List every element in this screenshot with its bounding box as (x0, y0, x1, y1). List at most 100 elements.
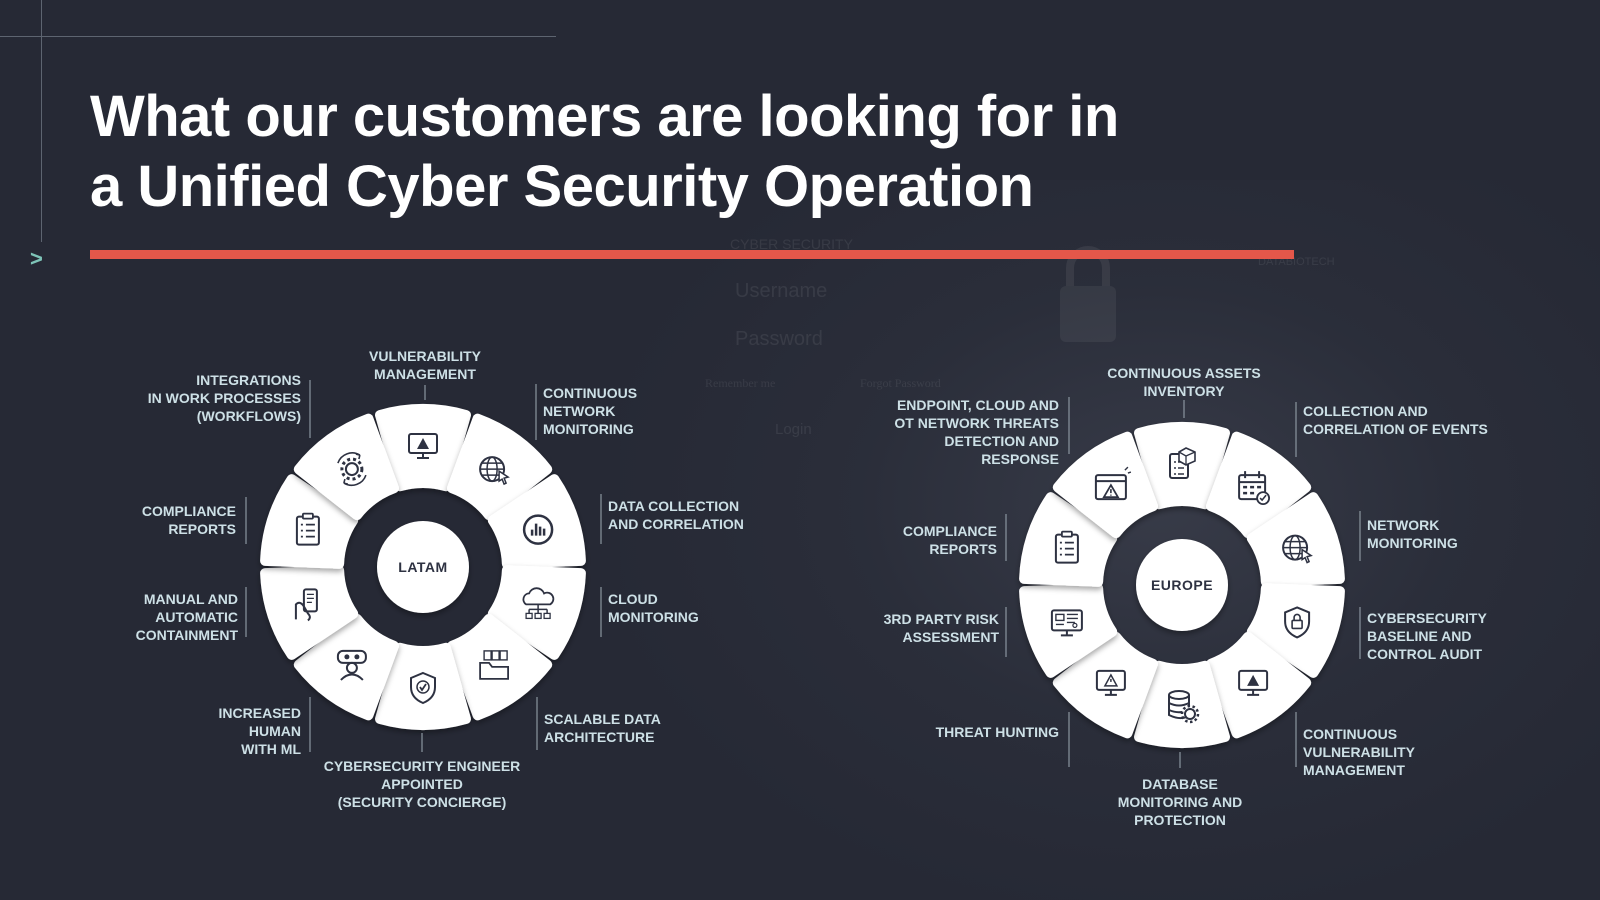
label-line: MONITORING AND (1117, 794, 1243, 810)
bg-faint-text: Remember me (705, 376, 776, 390)
calendar-check-icon (1238, 471, 1270, 506)
clipboard-list-icon (1054, 530, 1079, 564)
bg-faint-text: Username (735, 280, 828, 302)
label-line: ENDPOINT, CLOUD AND (896, 397, 1059, 413)
europe-ring: EUROPE (1019, 422, 1345, 748)
decorative-line (41, 0, 42, 242)
label-line: (WORKFLOWS) (196, 408, 301, 424)
label-line: WITH ML (241, 741, 301, 757)
europe-item-label: DATABASE MONITORING AND PROTECTION (1118, 775, 1242, 829)
ring-segment (1019, 492, 1118, 587)
label-line: MANUAL AND (143, 591, 238, 607)
hub-label: LATAM (398, 559, 447, 575)
label-line: 3RD PARTY RISK (883, 611, 999, 627)
label-line: CONTINUOUS (543, 385, 638, 401)
label-line: CLOUD (608, 591, 658, 607)
page-title: What our customers are looking for in a … (90, 82, 1119, 222)
globe-cursor-icon (1282, 534, 1313, 564)
bar-chart-circle-icon (522, 514, 554, 545)
shield-lock-icon (1284, 606, 1311, 639)
label-line: BASELINE AND (1367, 628, 1472, 644)
clipboard-box-icon (1169, 447, 1196, 479)
ring-segment (260, 565, 359, 660)
label-line: COLLECTION AND (1303, 403, 1428, 419)
gear-cycle-icon (337, 452, 367, 487)
label-line: DATABASE (1142, 776, 1218, 792)
label-line: CORRELATION OF EVENTS (1303, 421, 1488, 437)
europe-item-label: NETWORK MONITORING (1367, 516, 1458, 552)
label-line: MANAGEMENT (374, 366, 476, 382)
title-underline (90, 250, 1294, 259)
bg-faint-text: Login (775, 421, 812, 438)
decorative-line (0, 36, 556, 37)
vr-headset-person-icon (336, 649, 367, 681)
label-line: VULNERABILITY (1303, 744, 1415, 760)
latam-ring: LATAM (260, 404, 586, 730)
label-line: CONTINUOUS (1303, 726, 1398, 742)
browser-warning-icon (1094, 466, 1132, 501)
ring-segment (260, 474, 359, 569)
label-line: INTEGRATIONS (196, 372, 301, 388)
ring-segment (1206, 431, 1312, 539)
label-line: CONTROL AUDIT (1367, 646, 1483, 662)
database-gear-icon (1168, 690, 1200, 724)
label-line: PROTECTION (1134, 812, 1226, 828)
latam-item-label: CLOUD MONITORING (608, 590, 699, 626)
label-line: (SECURITY CONCIERGE) (337, 794, 507, 810)
label-line: IN WORK PROCESSES (147, 390, 301, 406)
label-line: REPORTS (168, 521, 236, 537)
cloud-network-icon (522, 587, 555, 620)
label-line: MONITORING (1367, 535, 1458, 551)
label-line: CYBERSECURITY ENGINEER (323, 758, 521, 774)
ring-segment (1246, 492, 1345, 587)
ring-segment (1134, 422, 1230, 510)
bg-faint-text: Password (735, 328, 823, 350)
bg-faint-text: CYBER SECURITY (730, 236, 853, 252)
label-line: AND CORRELATION (608, 516, 744, 532)
dashboard-monitor-icon (1050, 609, 1083, 637)
hand-phone-icon (294, 588, 318, 622)
label-line: DATA COLLECTION (608, 498, 740, 514)
label-line: HUMAN (248, 723, 301, 739)
label-line: MONITORING (608, 609, 699, 625)
label-line: NETWORK (1367, 517, 1440, 533)
ring-segment (487, 474, 586, 569)
latam-item-label: COMPLIANCE REPORTS (142, 502, 236, 538)
label-line: INCREASED (218, 705, 301, 721)
label-line: ARCHITECTURE (544, 729, 655, 745)
ring-segment (1052, 431, 1158, 539)
latam-item-label: CYBERSECURITY ENGINEER APPOINTED (SECURITY… (324, 757, 521, 811)
europe-item-label: COLLECTION AND CORRELATION OF EVENTS (1303, 402, 1488, 438)
label-line: NETWORK (543, 403, 616, 419)
label-line: OT NETWORK THREATS (894, 415, 1059, 431)
chevron-right-icon: > (30, 246, 43, 271)
label-line: CYBERSECURITY (1367, 610, 1487, 626)
europe-item-label: CONTINUOUS VULNERABILITY MANAGEMENT (1303, 725, 1415, 779)
monitor-warning-icon (408, 433, 438, 459)
label-line: CONTAINMENT (135, 627, 238, 643)
label-line: MANAGEMENT (1303, 762, 1405, 778)
monitor-alert-icon (1095, 669, 1126, 696)
monitor-warning-icon (1238, 669, 1269, 696)
label-line: AUTOMATIC (155, 609, 238, 625)
latam-item-label: MANUAL AND AUTOMATIC CONTAINMENT (136, 590, 238, 644)
label-line: COMPLIANCE (902, 523, 997, 539)
hub-label: EUROPE (1151, 577, 1213, 593)
europe-item-label: 3RD PARTY RISK ASSESSMENT (884, 610, 999, 646)
europe-item-label: CYBERSECURITY BASELINE AND CONTROL AUDIT (1367, 609, 1487, 663)
bg-faint-text: Forgot Password (860, 376, 941, 390)
ring-segment (375, 642, 471, 730)
ring-segment (1246, 583, 1345, 678)
label-line: APPOINTED (381, 776, 463, 792)
globe-cursor-icon (479, 456, 510, 486)
hub-circle (377, 521, 469, 613)
label-line: COMPLIANCE (141, 503, 236, 519)
label-line: RESPONSE (981, 451, 1059, 467)
europe-item-label: THREAT HUNTING (936, 723, 1059, 741)
label-line: ASSESSMENT (902, 629, 999, 645)
latam-item-label: INTEGRATIONS IN WORK PROCESSES (WORKFLOWS) (148, 371, 301, 425)
